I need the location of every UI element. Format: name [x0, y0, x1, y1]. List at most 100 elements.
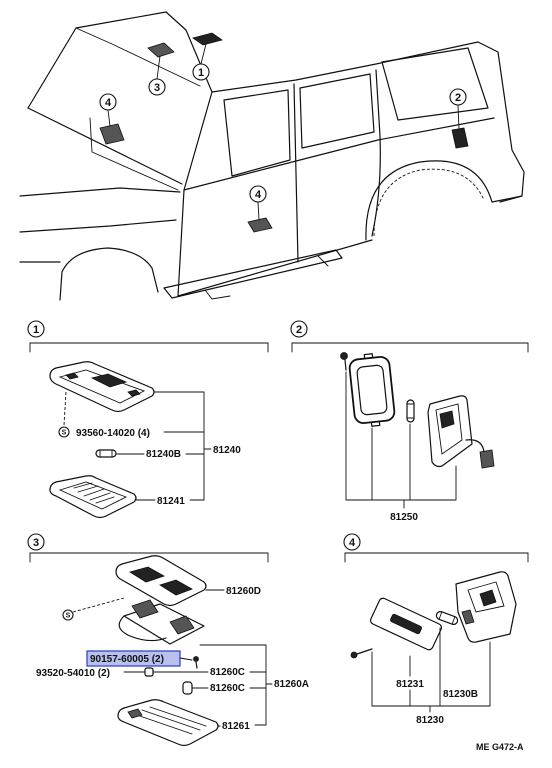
vehicle-b-pillar — [293, 83, 299, 263]
section-4-housing-reflector — [479, 589, 497, 607]
vehicle-rear-door-edge — [371, 69, 381, 237]
vehicle-rear-door-window — [299, 73, 375, 149]
section-2-housing-switch — [439, 410, 455, 429]
section-1-bulb-caps — [99, 449, 113, 458]
section-4: 4 81231 81230B 81230 — [343, 533, 529, 726]
section-3-socket-a-label[interactable]: 81260C — [210, 667, 245, 678]
section-2-connector — [479, 449, 495, 469]
callout-leader-3 — [156, 55, 161, 80]
section-3-upper-lens-window-a — [129, 566, 165, 583]
section-1-circle — [27, 320, 45, 338]
vehicle-step-board — [163, 249, 343, 299]
callout-leader-2 — [457, 104, 460, 130]
section-3-lower-lens-grooves — [133, 706, 207, 735]
section-4-screw-head — [350, 651, 358, 659]
section-2: 2 81250 — [290, 320, 529, 523]
section-3-lower-lens-label[interactable]: 81261 — [222, 721, 250, 732]
vehicle-windshield-base — [27, 107, 183, 185]
vehicle-rear-wheel-arch — [373, 168, 485, 237]
section-1-lens — [49, 475, 137, 519]
vehicle-roof-rail — [211, 41, 479, 93]
diagram-code: ME G472-A — [476, 742, 524, 752]
section-1-assembly-label[interactable]: 81240 — [213, 445, 241, 456]
section-3-screw-mark: S — [66, 613, 71, 620]
section-4-housing — [455, 571, 517, 643]
section-3: 3 81260D S 90157-60005 (2) 93520-54010 (… — [27, 533, 309, 747]
section-1-lens-hatch — [73, 482, 115, 504]
section-3-upper-lens-label[interactable]: 81260D — [226, 586, 261, 597]
vehicle-step-bracket — [204, 255, 329, 300]
section-3-highlight-box[interactable] — [86, 650, 181, 667]
section-4-housing-inner — [467, 581, 505, 613]
callout-circle — [99, 93, 117, 111]
callout-leader-1 — [200, 43, 207, 65]
section-1-bulb — [95, 449, 117, 458]
callout-leader-4-door — [257, 201, 260, 221]
section-2-bulb-caps — [406, 403, 415, 419]
section-4-bulb-caps — [438, 611, 456, 625]
section-3-socket-b-label[interactable]: 81260C — [210, 683, 245, 694]
callout-number: 3 — [154, 82, 160, 94]
vehicle-callout-3[interactable]: 3 — [148, 78, 166, 96]
section-1-lens-label[interactable]: 81241 — [157, 496, 185, 507]
vehicle-fender-line — [19, 219, 177, 233]
vehicle-callout-4-rear[interactable]: 4 — [99, 93, 117, 111]
vehicle-front-door-edge — [177, 91, 213, 297]
section-2-wire — [465, 439, 485, 453]
section-3-assembly-label[interactable]: 81260A — [274, 679, 309, 690]
section-3-highlight-leader — [179, 657, 193, 661]
section-4-number: 4 — [349, 537, 356, 549]
callout-number: 4 — [255, 189, 262, 201]
vehicle-callout-1[interactable]: 1 — [192, 63, 210, 81]
section-1-screw-symbol — [58, 426, 70, 438]
section-4-lens-label[interactable]: 81231 — [396, 679, 424, 690]
section-3-lower-lens — [117, 699, 219, 747]
section-2-screw-head — [340, 352, 348, 360]
section-4-bulb-body — [435, 611, 459, 625]
vehicle-lamp-4-rear — [99, 123, 125, 145]
section-1-number: 1 — [33, 324, 39, 336]
section-3-highlighted-screw-label[interactable]: 90157-60005 (2) — [90, 654, 164, 665]
callout-circle — [249, 185, 267, 203]
section-3-small-screw-shaft — [195, 661, 198, 669]
section-1-bulb-label[interactable]: 81240B — [146, 449, 181, 460]
section-2-lens-tab-bottom — [370, 420, 381, 427]
section-1-screw-label[interactable]: 93560-14020 (4) — [76, 428, 150, 439]
section-1-screw-mark: S — [62, 430, 67, 437]
section-2-housing — [427, 395, 473, 468]
section-3-upper-lens — [115, 555, 207, 607]
section-3-circle — [27, 533, 45, 551]
section-3-small-screw-head — [193, 656, 199, 662]
section-2-number: 2 — [296, 324, 302, 336]
section-3-socket-a — [144, 667, 154, 677]
section-1-screw-axis — [63, 391, 67, 426]
vehicle-headliner-edge — [75, 27, 201, 87]
section-4-housing-socket — [461, 609, 475, 625]
section-2-screw-shaft — [344, 359, 347, 371]
section-2-assembly-label[interactable]: 81250 — [390, 512, 418, 523]
vehicle-lamp-3 — [147, 42, 175, 58]
section-2-leaders — [345, 371, 457, 509]
section-3-screw-axis — [72, 597, 125, 613]
vehicle-quarter-window — [381, 47, 489, 121]
section-4-bulb-label[interactable]: 81230B — [443, 689, 478, 700]
vehicle-interior-panel — [89, 117, 179, 191]
vehicle-callout-4-door[interactable]: 4 — [249, 185, 267, 203]
section-3-socket-b — [182, 681, 193, 695]
section-3-screw-label[interactable]: 93520-54010 (2) — [36, 668, 110, 679]
section-4-leaders — [371, 627, 491, 713]
vehicle-rear-lower — [491, 195, 523, 203]
vehicle-callout-2[interactable]: 2 — [449, 88, 467, 106]
vehicle-hood-line — [19, 187, 181, 197]
callout-circle — [449, 88, 467, 106]
section-3-screw-symbol — [62, 609, 74, 621]
vehicle-illustration: 1 3 4 2 4 — [19, 11, 525, 301]
section-4-assembly-label[interactable]: 81230 — [416, 715, 444, 726]
section-2-lens — [348, 353, 396, 427]
section-1-lens-rim — [58, 481, 128, 510]
section-3-upper-lens-window-b — [159, 579, 193, 596]
vehicle-lamp-4-door — [247, 217, 273, 233]
callout-number: 4 — [105, 97, 112, 109]
section-2-bulb — [406, 399, 415, 423]
section-2-lens-tab-top — [363, 353, 374, 360]
